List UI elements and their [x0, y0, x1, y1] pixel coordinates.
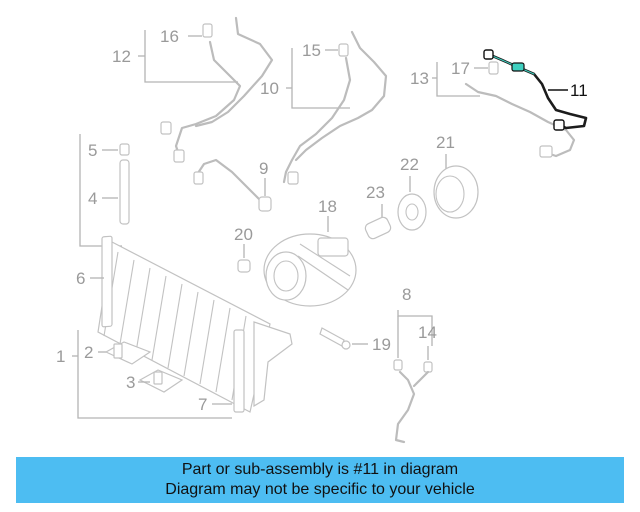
- callout-2: 2: [84, 343, 93, 362]
- part-12-fitting-1: [160, 121, 172, 135]
- bracket-12: [144, 30, 238, 83]
- compressor-front: [265, 251, 307, 301]
- bracket-1: [77, 330, 232, 419]
- part-9-fitting: [258, 196, 272, 212]
- part-21-pulley-inner: [435, 175, 465, 213]
- callout-20: 20: [234, 225, 253, 244]
- part-14-wire: [412, 370, 430, 388]
- callout-4: 4: [88, 189, 97, 208]
- part-12-fitting-2: [173, 149, 185, 163]
- part-10-fitting: [287, 171, 299, 185]
- callout-14: 14: [418, 323, 437, 342]
- part-20-plug: [237, 259, 251, 273]
- part-17-valve: [488, 61, 499, 75]
- part-11-hose-inner: [489, 54, 535, 75]
- callout-7: 7: [198, 395, 207, 414]
- part-4-drier: [119, 159, 130, 225]
- callout-23: 23: [366, 183, 385, 202]
- callout-6: 6: [76, 269, 85, 288]
- callout-21: 21: [436, 133, 455, 152]
- callout-3: 3: [126, 373, 135, 392]
- condenser-group: 5 4 6 7 1 2 3: [56, 134, 293, 419]
- part-12-hose-b: [174, 40, 242, 160]
- compressor-head: [317, 237, 349, 257]
- part-15-valve: [338, 43, 349, 57]
- part-5-cap: [119, 143, 130, 156]
- part-13-hose: [464, 82, 576, 158]
- part-10-hose-b: [282, 56, 352, 184]
- callout-11: 11: [570, 81, 588, 100]
- part-19-head: [341, 340, 351, 350]
- callout-13: 13: [410, 69, 429, 88]
- part-3-bracket: [153, 371, 163, 385]
- part-11-end-fitting-2: [553, 119, 565, 131]
- bracket-13: [436, 62, 480, 97]
- callout-15: 15: [302, 41, 321, 60]
- part-2-bracket: [113, 343, 123, 359]
- callout-16: 16: [160, 27, 179, 46]
- banner-line-1: Part or sub-assembly is #11 in diagram: [181, 461, 459, 478]
- part-10-group: 10 15: [260, 30, 388, 185]
- part-7-side-tank: [233, 329, 245, 413]
- part-9-hose: [194, 158, 268, 208]
- part-6-side-tank: [101, 235, 113, 328]
- clutch-group: 23 22 21: [364, 133, 479, 240]
- callout-19: 19: [372, 335, 391, 354]
- part-12-hose-a: [194, 16, 274, 128]
- part-21-pulley: [433, 165, 479, 219]
- part-8-group: 8 14: [393, 285, 437, 444]
- part-13-group: 13 17: [410, 59, 576, 158]
- part-10-hose-a: [294, 30, 388, 162]
- callout-9: 9: [259, 159, 268, 178]
- compressor-group: 18 20 19: [234, 197, 391, 354]
- part-14-connector: [423, 361, 433, 373]
- part-22-plate: [397, 193, 427, 231]
- part-22-center: [405, 203, 419, 221]
- callout-22: 22: [400, 155, 419, 174]
- part-19-bolt: [319, 327, 345, 347]
- part-11-hose-highlighted: 11: [483, 49, 588, 131]
- callout-17: 17: [451, 59, 470, 78]
- part-11-valve: [511, 62, 525, 72]
- bracket-8: [397, 310, 433, 346]
- part-23-coil: [364, 216, 392, 240]
- part-9-end: [193, 171, 204, 185]
- part-8-connector: [393, 359, 403, 371]
- part-16-valve: [202, 23, 213, 38]
- banner-line-2: Diagram may not be specific to your vehi…: [165, 481, 475, 498]
- part-8-wire: [394, 370, 416, 444]
- condenser-bracket: [253, 321, 293, 408]
- bracket-4-5: [79, 134, 122, 247]
- compressor-hub: [273, 260, 299, 292]
- callout-1: 1: [56, 347, 65, 366]
- part-13-fitting: [539, 145, 553, 158]
- callout-5: 5: [88, 141, 97, 160]
- callout-10: 10: [260, 79, 279, 98]
- part-11-end-fitting-1: [483, 49, 494, 60]
- bracket-10: [291, 48, 350, 109]
- callout-18: 18: [318, 197, 337, 216]
- part-12-group: 12 16 9: [112, 16, 274, 212]
- callout-12: 12: [112, 47, 131, 66]
- callout-8: 8: [402, 285, 411, 304]
- info-banner: Part or sub-assembly is #11 in diagram D…: [16, 457, 624, 503]
